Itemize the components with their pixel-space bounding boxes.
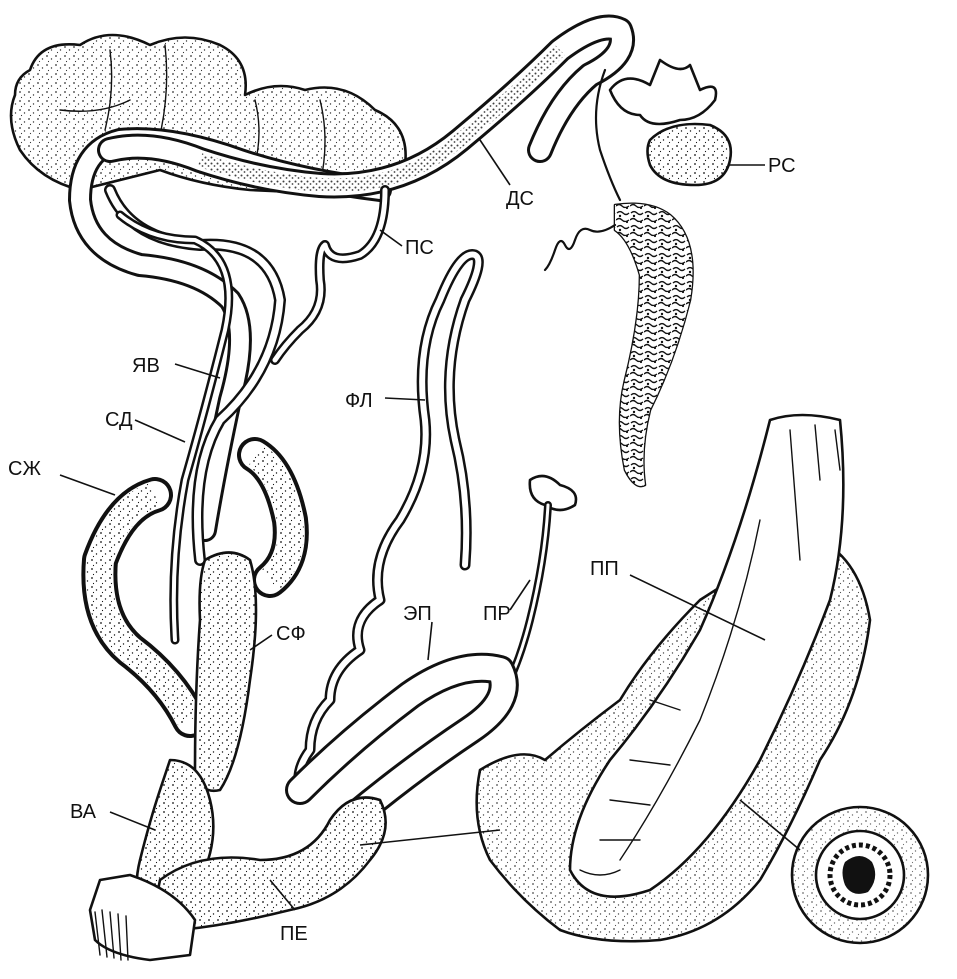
- label-ep: ЭП: [403, 603, 432, 625]
- cross-section: [792, 807, 928, 943]
- dart-sac: [195, 553, 256, 791]
- label-va: ВА: [70, 801, 97, 823]
- free-oviduct: [275, 190, 385, 360]
- label-sd: СД: [105, 409, 133, 431]
- label-fl: ФЛ: [345, 390, 373, 412]
- label-yav: ЯВ: [132, 355, 160, 377]
- label-szh: СЖ: [8, 458, 41, 480]
- label-pe: ПЕ: [280, 923, 308, 945]
- label-rs: РС: [768, 155, 796, 177]
- label-pp: ПП: [590, 558, 619, 580]
- label-pr: ПР: [483, 603, 511, 625]
- spermatheca: [545, 60, 731, 486]
- label-ps: ПС: [405, 237, 434, 259]
- penial-retractor: [505, 476, 576, 690]
- label-ds: ДС: [506, 188, 534, 210]
- label-sf: СФ: [276, 623, 306, 645]
